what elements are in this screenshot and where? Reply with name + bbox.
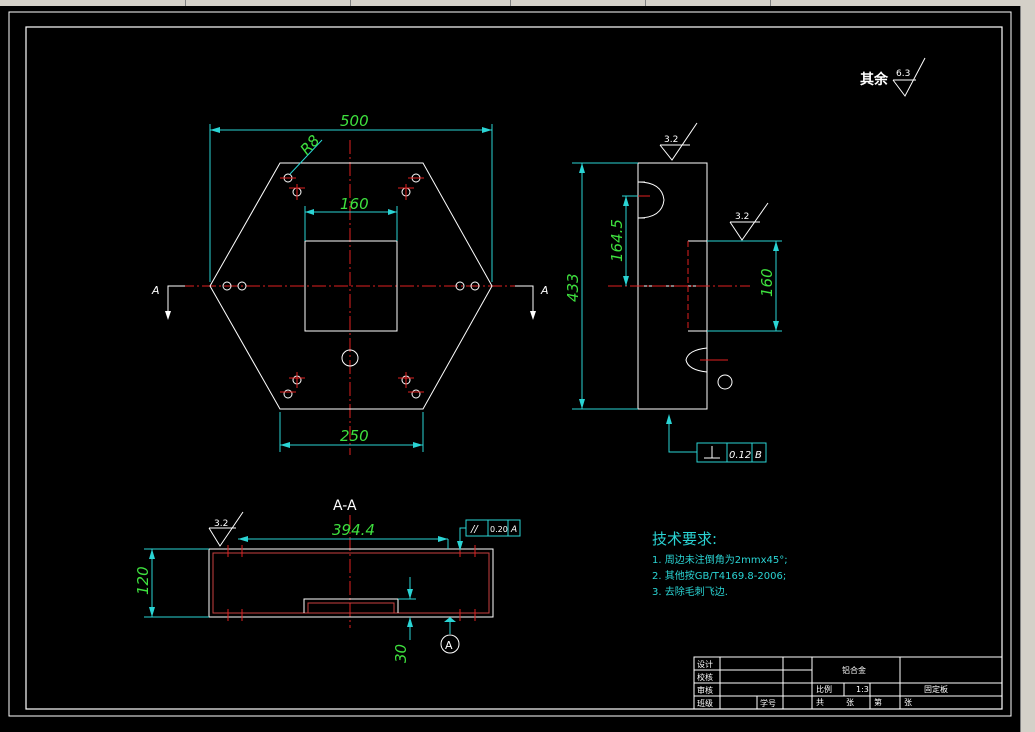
outer-frame (8, 11, 1012, 717)
tb-check: 校核 (697, 672, 713, 682)
tb-scale-label: 比例 (816, 684, 832, 694)
drawing-border (25, 26, 1003, 710)
title-block-text: 设计 校核 审核 班级 学号 铝合金 比例 1:3 固定板 共 张 第 张 (697, 659, 948, 708)
tech-req-item-1: 1. 周边未注倒角为2mmx45°; (652, 553, 788, 566)
dim-164-5: 164.5 (608, 219, 626, 262)
tolerance-datum: B (755, 450, 762, 461)
tb-total: 共 (816, 698, 824, 707)
tb-student-no: 学号 (760, 698, 776, 708)
section-mark-right: A (540, 284, 549, 297)
section-title: A-A (333, 498, 357, 514)
center-pocket (304, 240, 398, 332)
hexagon-outline (209, 162, 493, 410)
tech-req-item-3: 3. 去除毛刺飞边. (652, 585, 728, 598)
title-block (693, 656, 1003, 710)
toolbar-segment (185, 0, 351, 6)
datum-a-label: A (445, 639, 453, 652)
dim-394-4: 394.4 (332, 521, 375, 539)
dim-30: 30 (392, 644, 410, 663)
side-view: 3.2 3.2 433 164.5 160 0.12 B (564, 122, 782, 463)
section-mark-left: A (151, 284, 160, 297)
side-roughness-mid: 3.2 (735, 212, 749, 222)
dim-500: 500 (340, 112, 369, 130)
dim-160-side: 160 (758, 268, 776, 297)
tb-design: 设计 (697, 659, 713, 669)
tb-class: 班级 (697, 698, 713, 708)
dim-r8: R8 (297, 132, 324, 159)
tb-page: 第 (874, 697, 882, 707)
dim-120: 120 (134, 566, 152, 595)
roughness-note-label: 其余 (860, 71, 889, 88)
toolbar-segment (510, 0, 646, 6)
center-hole (341, 349, 359, 367)
dim-433: 433 (564, 273, 582, 302)
side-roughness-top: 3.2 (664, 135, 678, 145)
technical-requirements: 技术要求: 1. 周边未注倒角为2mmx45°; 2. 其他按GB/T4169.… (652, 530, 788, 598)
parallel-symbol: // (470, 524, 479, 535)
tolerance-value: 0.12 (729, 450, 751, 461)
top-view: 500 R8 160 250 A A (151, 112, 549, 455)
toolbar-segment (350, 0, 511, 6)
toolbar-segment (0, 0, 186, 6)
dim-160-top: 160 (340, 195, 369, 213)
vertical-scrollbar[interactable] (1020, 6, 1035, 732)
tb-part-name: 固定板 (924, 684, 948, 694)
section-outline (208, 548, 494, 618)
general-roughness: 其余 6.3 (860, 57, 926, 97)
section-view: A-A 3.2 394.4 // 0.20 A (134, 498, 521, 663)
parallel-value: 0.20 (490, 525, 508, 534)
tb-review: 审核 (697, 685, 713, 695)
window-top-bar (0, 0, 1035, 6)
dim-250: 250 (340, 427, 369, 445)
hole-centermarks (280, 177, 424, 393)
roughness-value: 6.3 (896, 69, 910, 79)
toolbar-segment (645, 0, 771, 6)
tb-sheet1: 张 (846, 698, 854, 707)
tb-scale-value: 1:3 (856, 685, 869, 694)
parallel-datum: A (510, 525, 517, 535)
tech-req-title: 技术要求: (652, 530, 717, 548)
tb-sheet2: 张 (904, 698, 912, 707)
section-roughness: 3.2 (214, 519, 228, 529)
tech-req-item-2: 2. 其他按GB/T4169.8-2006; (652, 569, 786, 582)
tb-material: 铝合金 (842, 665, 866, 675)
